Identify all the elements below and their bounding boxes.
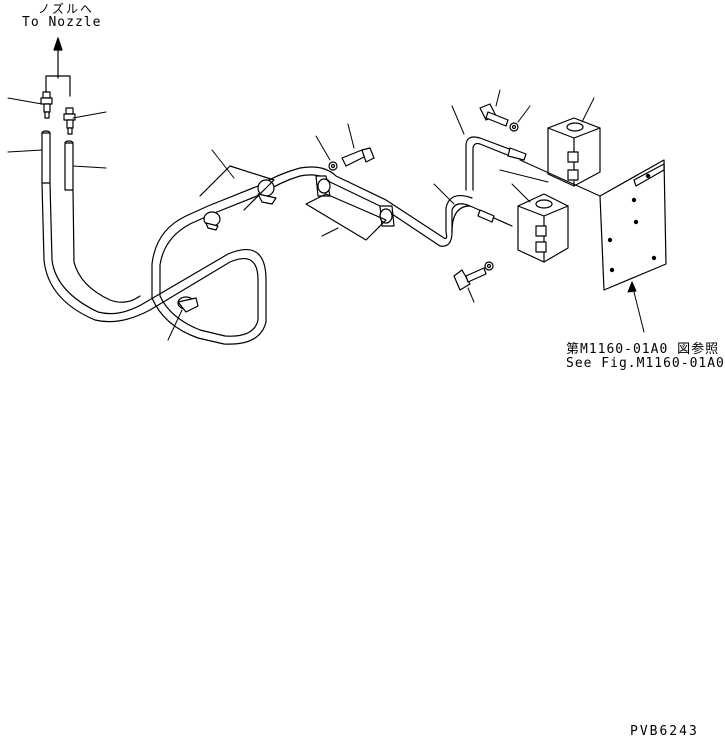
tube-clamp-1	[178, 297, 198, 312]
leader-lines	[8, 90, 644, 340]
washer-top	[510, 123, 518, 131]
divider-block-lower	[518, 194, 568, 262]
washer-middle	[329, 162, 337, 170]
hose-sleeve-right	[65, 141, 73, 190]
bolt-bottom	[454, 268, 486, 290]
to-nozzle-label-en: To Nozzle	[22, 15, 102, 30]
tube-clamp-2	[204, 212, 220, 230]
lubrication-tube	[42, 167, 472, 344]
callout-box-lower	[306, 194, 386, 240]
tube-clamp-3	[258, 180, 276, 204]
mounting-plate	[600, 160, 666, 290]
hose-upper	[466, 137, 526, 190]
bolt-top	[480, 104, 508, 126]
drawing-code: PVB6243	[630, 724, 699, 739]
divider-block-upper	[548, 118, 600, 186]
hose-sleeve-left	[42, 131, 50, 183]
grease-fitting-left	[41, 92, 52, 118]
tube-clamp-4	[316, 176, 330, 196]
figure-reference-en: See Fig.M1160-01A0	[566, 356, 725, 371]
bolt-middle	[342, 148, 374, 166]
figure-reference-jp: 第M1160-01A0 図参照	[566, 342, 720, 357]
hose-lower	[452, 206, 512, 232]
to-nozzle-label-jp: ノズルへ	[38, 2, 95, 16]
washer-bottom	[485, 262, 493, 270]
grease-fitting-right	[64, 108, 75, 134]
tube-clamp-5	[380, 206, 394, 226]
to-nozzle-arrow	[46, 38, 70, 96]
callout-box-upper	[200, 166, 274, 210]
